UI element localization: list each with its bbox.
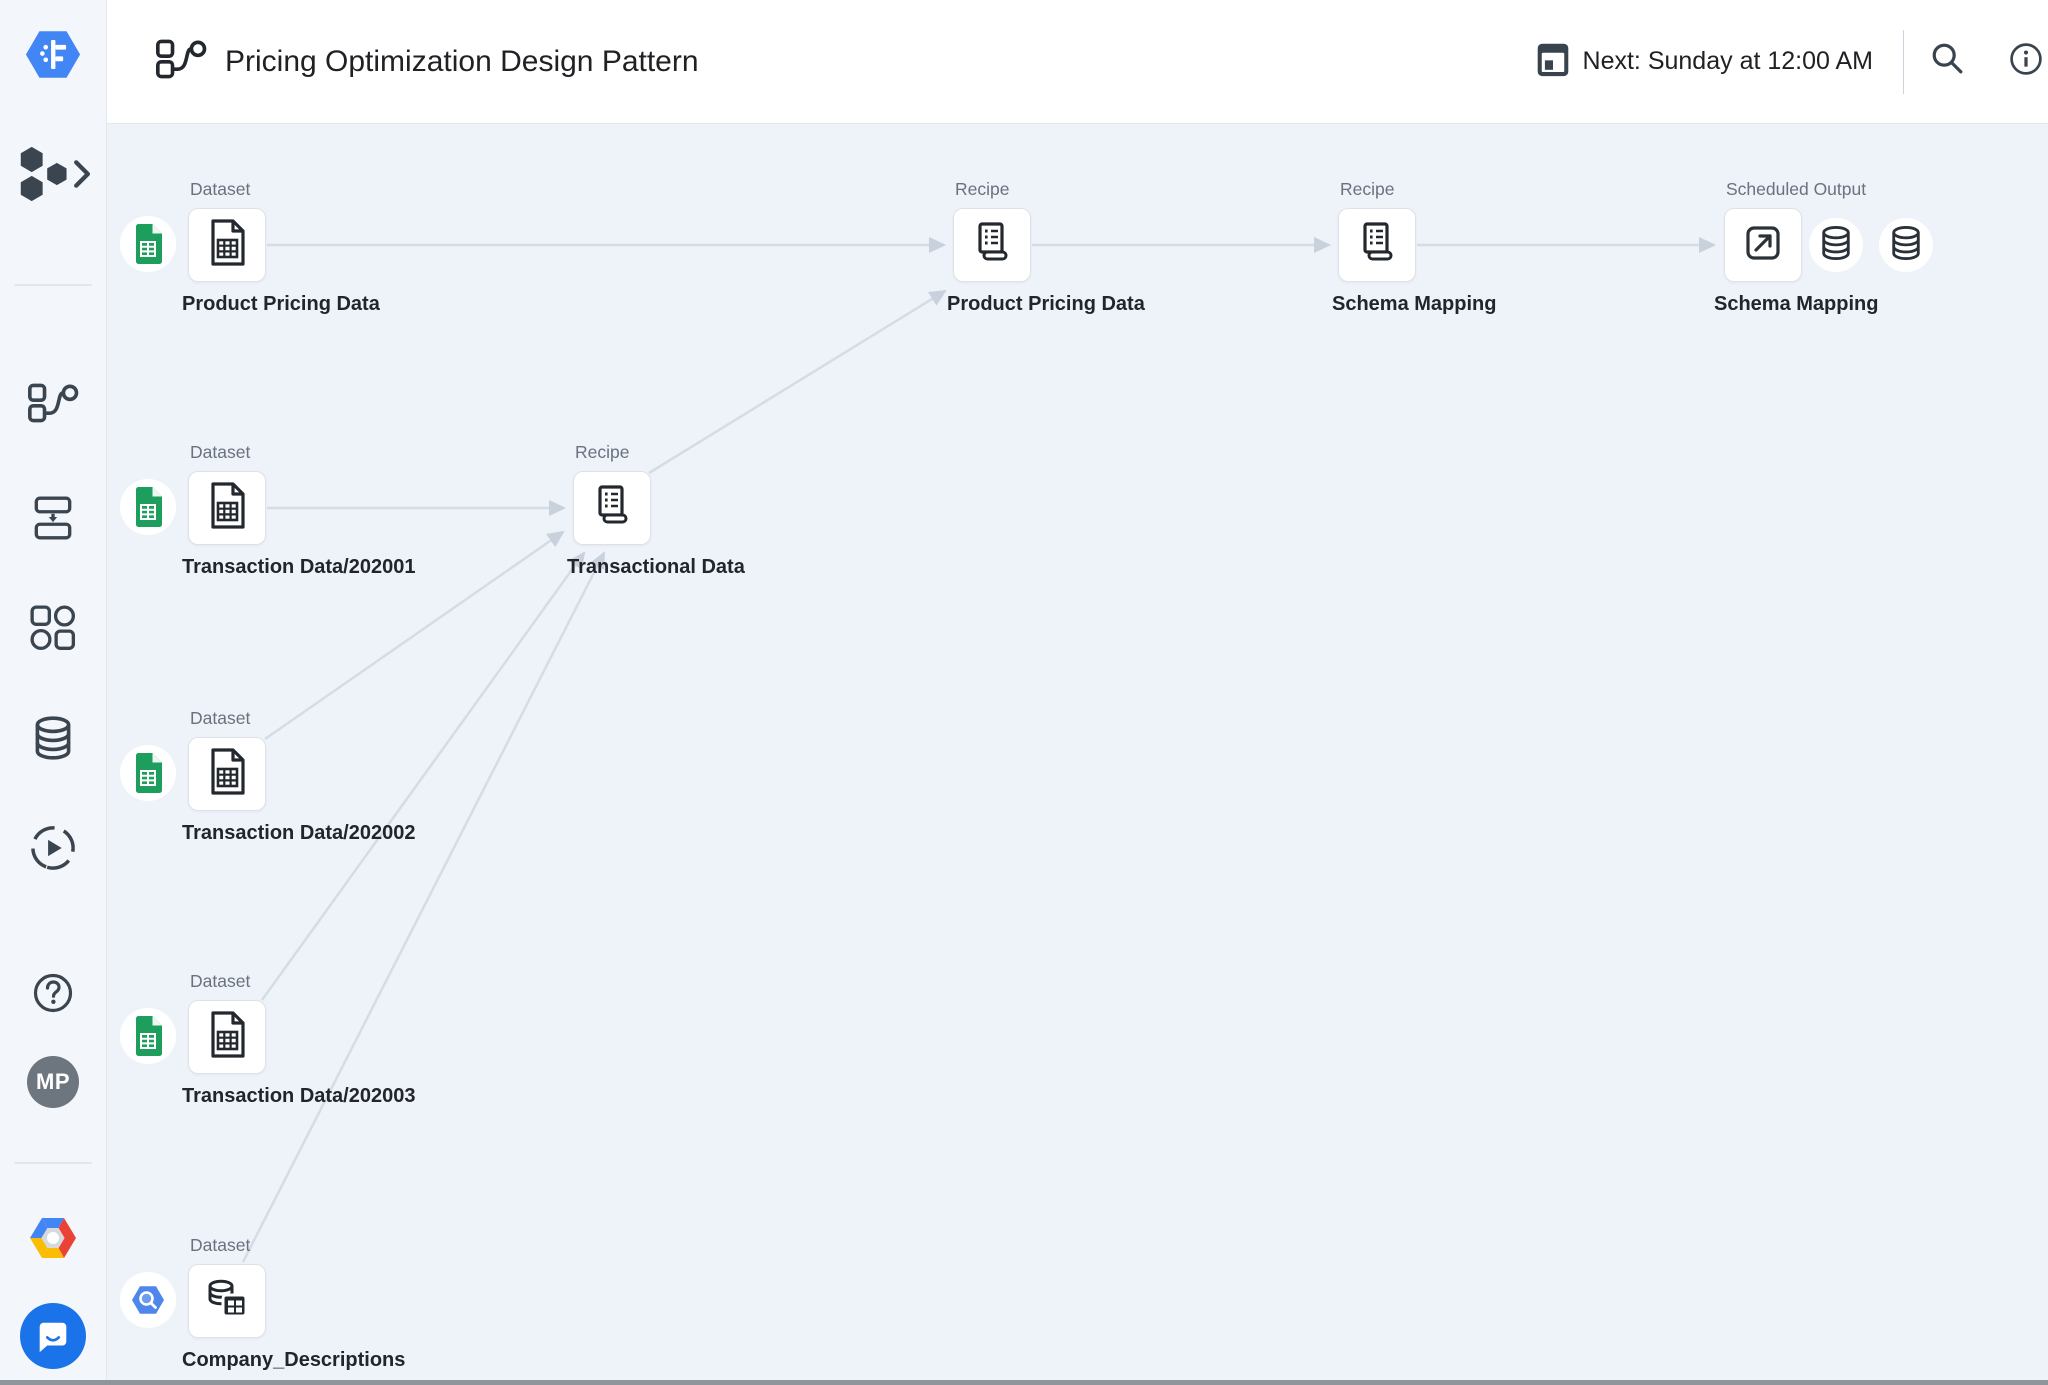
sidebar-item-connections-icon xyxy=(31,714,75,767)
next-run-label: Next: Sunday at 12:00 AM xyxy=(1582,47,1873,75)
header-divider xyxy=(1903,29,1904,94)
sidebar-item-connections[interactable] xyxy=(0,705,106,775)
dataprep-logo-icon xyxy=(23,27,83,87)
edge-rcp-transactional-to-rcp-product-pricing xyxy=(648,289,947,475)
google-cloud-logo-icon xyxy=(27,1215,79,1266)
node-title: Product Pricing Data xyxy=(947,293,1145,315)
sidebar-item-flows-icon xyxy=(27,382,79,429)
spreadsheet-file-icon xyxy=(204,1010,250,1065)
database-icon xyxy=(1819,224,1853,267)
node-type-label: Dataset xyxy=(190,971,251,991)
sidebar-item-flows[interactable] xyxy=(0,370,106,440)
bigquery-badge xyxy=(120,1272,176,1328)
node-type-label: Dataset xyxy=(190,708,251,728)
sidebar-item-library-icon xyxy=(29,604,77,657)
node-title: Transaction Data/202001 xyxy=(182,556,416,578)
calendar-icon xyxy=(1535,39,1571,84)
sidebar-item-jobs-icon xyxy=(29,494,77,547)
window-bottom-edge xyxy=(0,1380,2048,1385)
node-title: Schema Mapping xyxy=(1714,293,1879,315)
node-type-label: Dataset xyxy=(190,442,251,462)
sidebar-item-run-jobs-icon xyxy=(28,823,78,878)
recipe-icon xyxy=(1355,220,1399,271)
node-card-ds-product-pricing[interactable] xyxy=(188,208,266,282)
sidebar-item-help[interactable] xyxy=(0,960,106,1030)
node-type-label: Recipe xyxy=(1340,179,1395,199)
flow-edges xyxy=(241,237,1716,1263)
node-card-out-schema-mapping[interactable] xyxy=(1724,208,1802,282)
info-icon xyxy=(2008,41,2044,82)
search-icon xyxy=(1929,40,1967,83)
google-sheets-badge xyxy=(120,745,176,801)
flow-icon xyxy=(155,38,207,85)
info-button[interactable] xyxy=(2006,42,2046,82)
node-title: Transactional Data xyxy=(567,556,745,578)
node-type-label: Dataset xyxy=(190,179,251,199)
hexagon-cluster-expand[interactable] xyxy=(0,141,106,211)
node-type-label: Dataset xyxy=(190,1235,251,1255)
node-card-rcp-product-pricing[interactable] xyxy=(953,208,1031,282)
left-sidebar: MP xyxy=(0,0,107,1385)
flow-header: Pricing Optimization Design Pattern Next… xyxy=(107,0,2048,124)
node-title: Transaction Data/202002 xyxy=(182,822,416,844)
node-title: Schema Mapping xyxy=(1332,293,1497,315)
node-type-label: Scheduled Output xyxy=(1726,179,1867,199)
edge-ds-company-to-rcp-transactional xyxy=(241,551,606,1263)
page-title: Pricing Optimization Design Pattern xyxy=(225,44,699,78)
google-sheets-badge xyxy=(120,216,176,272)
chat-bubble-icon xyxy=(20,1303,86,1369)
sidebar-item-help-icon xyxy=(30,970,76,1021)
sidebar-divider-bottom xyxy=(14,1162,92,1164)
google-sheets-badge xyxy=(120,1008,176,1064)
sidebar-item-run-jobs[interactable] xyxy=(0,815,106,885)
node-type-label: Recipe xyxy=(575,442,630,462)
node-title: Transaction Data/202003 xyxy=(182,1085,416,1107)
spreadsheet-file-icon xyxy=(204,747,250,802)
bigquery-table-icon xyxy=(204,1276,250,1327)
dataprep-logo[interactable] xyxy=(0,22,106,92)
node-card-rcp-transactional[interactable] xyxy=(573,471,651,545)
spreadsheet-file-icon xyxy=(204,218,250,273)
edge-ds-202002-to-rcp-transactional xyxy=(264,530,565,741)
sidebar-divider-top xyxy=(14,284,92,286)
node-card-ds-202003[interactable] xyxy=(188,1000,266,1074)
user-avatar[interactable]: MP xyxy=(0,1047,106,1117)
support-chat-button[interactable] xyxy=(0,1301,106,1371)
spreadsheet-file-icon xyxy=(204,481,250,536)
node-card-ds-202001[interactable] xyxy=(188,471,266,545)
sidebar-item-jobs[interactable] xyxy=(0,485,106,555)
hexagon-cluster-expand-icon xyxy=(14,144,92,209)
output-target-1[interactable] xyxy=(1809,218,1863,272)
publish-icon xyxy=(1741,221,1785,270)
recipe-icon xyxy=(970,220,1014,271)
node-type-label: Recipe xyxy=(955,179,1010,199)
node-card-ds-company[interactable] xyxy=(188,1264,266,1338)
search-button[interactable] xyxy=(1928,42,1968,82)
node-title: Company_Descriptions xyxy=(182,1349,406,1371)
schedule-chip[interactable]: Next: Sunday at 12:00 AM xyxy=(1535,39,1873,84)
database-icon xyxy=(1889,224,1923,267)
avatar[interactable]: MP xyxy=(27,1056,79,1108)
sidebar-item-library[interactable] xyxy=(0,595,106,665)
google-cloud-logo xyxy=(0,1205,106,1275)
node-title: Product Pricing Data xyxy=(182,293,380,315)
recipe-icon xyxy=(590,483,634,534)
google-sheets-badge xyxy=(120,479,176,535)
node-card-ds-202002[interactable] xyxy=(188,737,266,811)
node-card-rcp-schema-mapping[interactable] xyxy=(1338,208,1416,282)
edge-ds-202003-to-rcp-transactional xyxy=(260,551,586,1001)
output-target-2[interactable] xyxy=(1879,218,1933,272)
